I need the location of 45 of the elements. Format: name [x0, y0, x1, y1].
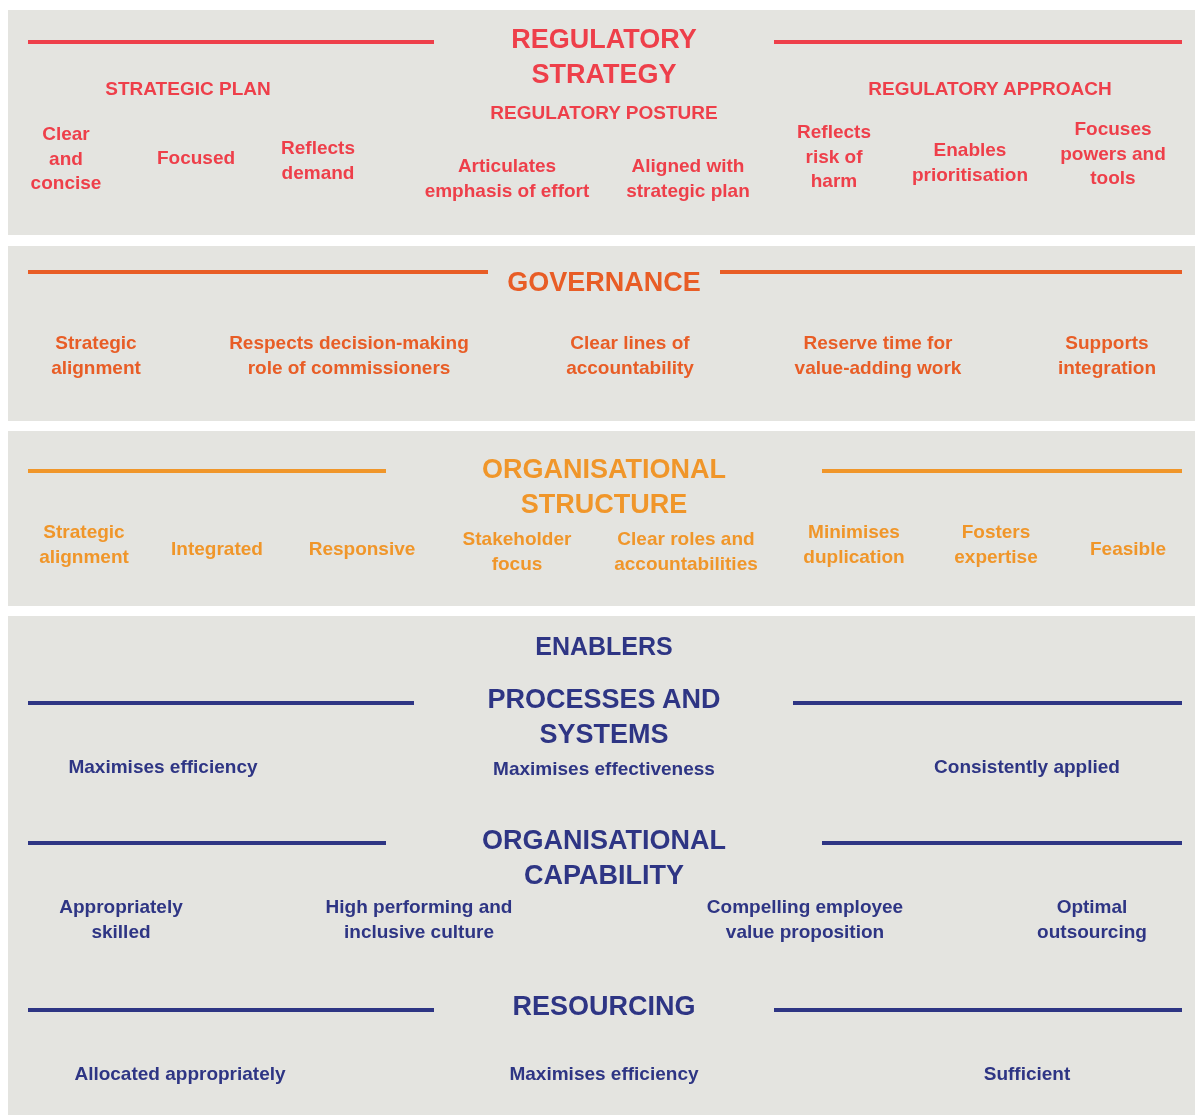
criterion-text: Reflects risk of harm: [796, 120, 872, 194]
criterion-text: Articulates emphasis of effort: [423, 154, 591, 203]
criterion-text: Clear and concise: [29, 122, 103, 196]
section-band: [8, 431, 1195, 606]
criterion-text: Maximises efficiency: [67, 755, 259, 779]
section-heading: ORGANISATIONAL STRUCTURE: [481, 453, 727, 522]
criterion-text: Clear lines of accountability: [565, 331, 695, 380]
criterion-text: Allocated appropriately: [73, 1062, 287, 1086]
criterion-text: Optimal outsourcing: [1036, 895, 1148, 944]
section-band: [8, 10, 1195, 235]
section-heading: REGULATORY STRATEGY: [510, 23, 698, 92]
criterion-text: Sufficient: [982, 1062, 1072, 1086]
criterion-text: Enables prioritisation: [910, 138, 1030, 187]
criterion-text: High performing and inclusive culture: [324, 895, 514, 944]
criterion-text: Maximises efficiency: [508, 1062, 700, 1086]
section-heading: GOVERNANCE: [506, 266, 702, 299]
section-heading: ORGANISATIONAL CAPABILITY: [481, 824, 727, 893]
criterion-text: Focuses powers and tools: [1059, 117, 1167, 191]
section-heading: PROCESSES AND SYSTEMS: [486, 683, 722, 752]
section-band: [8, 246, 1195, 421]
criterion-text: Respects decision-making role of commissioners: [228, 331, 470, 380]
criterion-text: Aligned with strategic plan: [625, 154, 751, 203]
criterion-text: Appropriately skilled: [58, 895, 184, 944]
criterion-text: Maximises effectiveness: [492, 757, 716, 781]
criterion-text: Responsive: [307, 537, 417, 561]
criterion-text: Minimises duplication: [802, 520, 906, 569]
criterion-text: Focused: [155, 146, 237, 170]
criterion-text: Reflects demand: [280, 136, 356, 185]
subheading: STRATEGIC PLAN: [104, 77, 272, 101]
criterion-text: Stakeholder focus: [461, 527, 573, 576]
criterion-text: Compelling employee value proposition: [705, 895, 905, 944]
criterion-text: Integrated: [170, 537, 264, 561]
criterion-text: Strategic alignment: [38, 520, 130, 569]
criterion-text: Clear roles and accountabilities: [613, 527, 759, 576]
section-heading: RESOURCING: [511, 990, 697, 1023]
criterion-text: Reserve time for value-adding work: [793, 331, 963, 380]
criterion-text: Supports integration: [1056, 331, 1158, 380]
section-heading: ENABLERS: [534, 631, 674, 662]
criterion-text: Feasible: [1088, 537, 1167, 561]
criterion-text: Consistently applied: [933, 755, 1121, 779]
criterion-text: Fosters expertise: [953, 520, 1039, 569]
subheading: REGULATORY APPROACH: [867, 77, 1113, 101]
subheading: REGULATORY POSTURE: [489, 101, 719, 125]
section-band: [8, 616, 1195, 1115]
criterion-text: Strategic alignment: [50, 331, 142, 380]
